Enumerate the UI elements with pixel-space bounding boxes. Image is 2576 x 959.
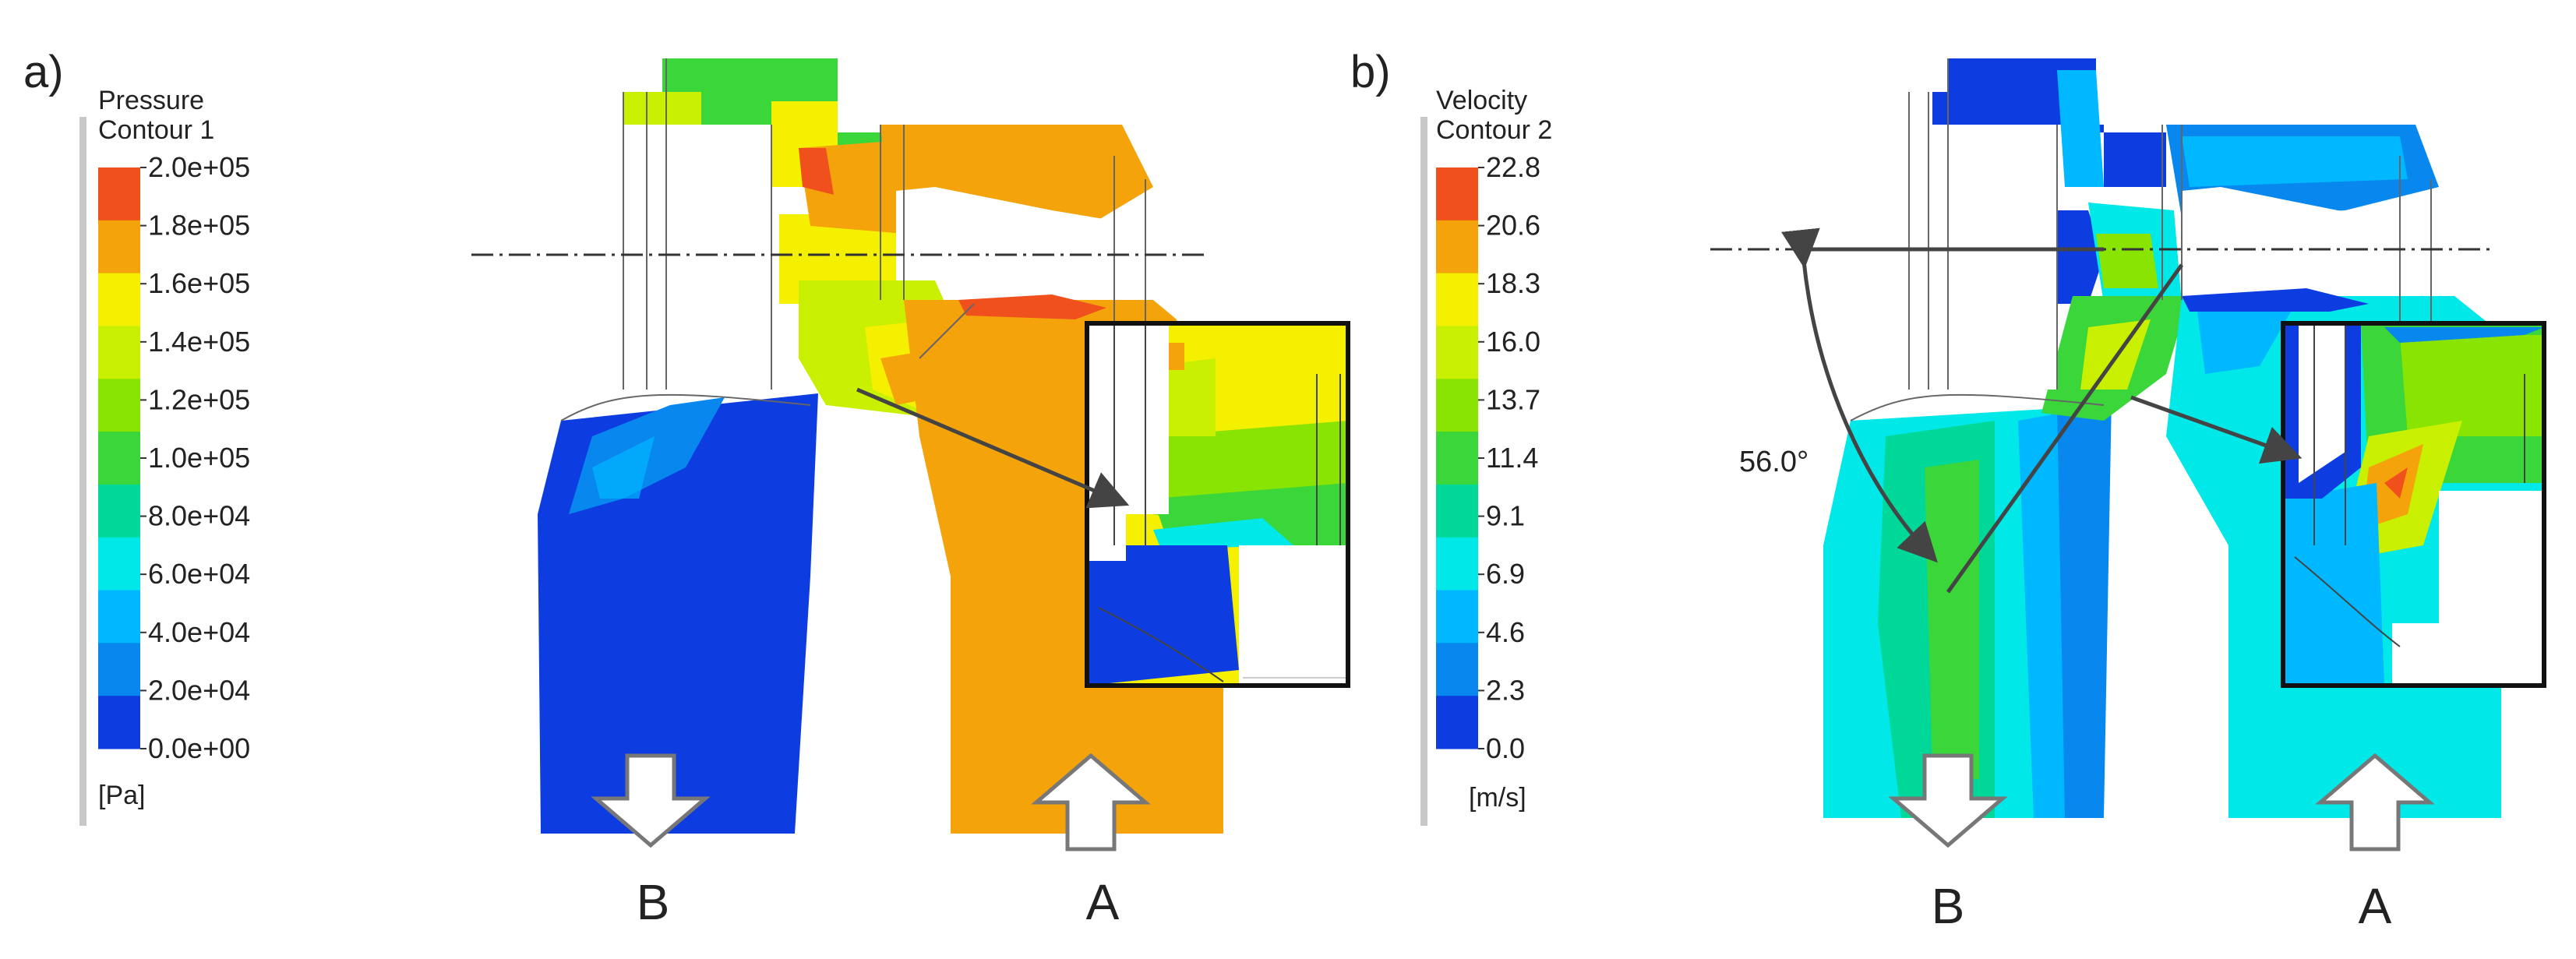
inlet-a-arrow-icon [1031,753,1151,851]
outlet-b-arrow-icon-b [1888,753,2008,848]
panel_b-legend-swatch [1436,590,1478,643]
legend-b-ticks: 22.8 20.6 18.3 16.0 13.7 11.4 9.1 6.9 4.6 2.3 0.0 [1478,151,1540,764]
panel_a-legend-tick-label: 1.2e+05 [148,383,250,415]
legend-b-unit: [m/s] [1469,783,1526,813]
outlet-b-label: B [637,874,670,930]
inlet-a-arrow-icon-b [2315,753,2435,851]
pressure-legend: Pressure Contour 1 2.0e+05 1.8e+05 1.6e+05… [79,86,250,826]
panel_a-legend-swatch [98,273,140,326]
panel_b-legend-swatch [1436,220,1478,274]
panel_a-legend-tick-label: 0.0e+00 [148,732,250,764]
legend-a-ticks: 2.0e+05 1.8e+05 1.6e+05 1.4e+05 1.2e+05 1.0e+… [140,151,250,764]
panel_b-legend-swatch [1436,167,1478,221]
panel_a-legend-swatch [98,696,140,749]
panel_b-legend-swatch [1436,484,1478,538]
panel_a-legend-swatch [98,484,140,538]
panel_b-legend-tick-label: 18.3 [1486,267,1540,299]
panel_a-legend-swatch [98,432,140,485]
panel_a-legend-swatch [98,590,140,643]
panel_b-legend-swatch [1436,696,1478,749]
panel-b-label: b) [1350,47,1391,97]
panel_a-legend-tick-label: 6.0e+04 [148,558,250,590]
velocity-zoom-inset [2281,321,2546,688]
legend-b-title-2: Contour 2 [1436,115,1552,145]
panel_a-legend-swatch [98,220,140,274]
panel_a-legend-swatch [98,326,140,379]
panel_b-legend-tick-label: 13.7 [1486,383,1540,415]
panel_a-legend-swatch [98,379,140,432]
panel_b-legend-tick-label: 16.0 [1486,326,1540,358]
panel_a-legend-tick-label: 1.4e+05 [148,326,250,358]
panel-b: b) Velocity Contour 2 22.8 20.6 18.3 16.0 13… [1350,47,2546,934]
velocity-legend: Velocity Contour 2 22.8 20.6 18.3 16.0 13.7 1… [1420,86,1552,826]
panel-a-label: a) [23,47,64,97]
panel_b-legend-tick-label: 11.4 [1486,442,1538,474]
panel_a-legend-tick-label: 1.8e+05 [148,210,250,242]
legend-a-title-2: Contour 1 [98,115,214,145]
outlet-b-arrow-icon [591,753,711,848]
panel_b-legend-tick-label: 0.0 [1486,732,1525,764]
panel_b-legend-swatch [1436,432,1478,485]
pressure-zoom-inset [1085,321,1350,688]
pressure-contour-plot: B A [471,58,1350,930]
legend-a-unit: [Pa] [98,781,145,810]
panel_b-legend-swatch [1436,537,1478,591]
panel_b-legend-swatch [1436,273,1478,326]
panel_a-legend-tick-label: 2.0e+04 [148,674,250,706]
panel_a-legend-tick-label: 1.6e+05 [148,267,250,299]
panel_a-legend-swatch [98,167,140,221]
outlet-b-region [538,393,818,834]
panel_b-legend-tick-label: 22.8 [1486,151,1540,183]
legend-a-colorbar [98,167,140,749]
panel_a-legend-tick-label: 2.0e+05 [148,151,250,183]
outlet-b-label-b: B [1932,878,1965,934]
inlet-a-label: A [1086,874,1120,930]
inlet-a-label-b: A [2359,878,2392,934]
panel_a-legend-tick-label: 1.0e+05 [148,442,250,474]
panel_b-legend-tick-label: 2.3 [1486,674,1525,706]
velocity-contour-plot: 56.0° [1710,58,2546,934]
panel_b-legend-tick-label: 4.6 [1486,616,1525,648]
legend-b-colorbar [1436,167,1478,749]
panel_b-legend-tick-label: 20.6 [1486,210,1540,242]
panel_b-legend-swatch [1436,643,1478,696]
panel_a-legend-tick-label: 4.0e+04 [148,616,250,648]
panel_b-legend-tick-label: 6.9 [1486,558,1525,590]
panel_b-legend-swatch [1436,326,1478,379]
panel_a-legend-tick-label: 8.0e+04 [148,500,250,532]
panel_b-legend-tick-label: 9.1 [1486,500,1525,532]
panel_a-legend-swatch [98,643,140,696]
panel_a-legend-swatch [98,537,140,591]
legend-a-title-1: Pressure [98,86,204,115]
legend-b-title-1: Velocity [1436,86,1527,115]
panel_b-legend-swatch [1436,379,1478,432]
panel-a: a) Pressure Contour 1 2.0e+05 1.8e+05 1.6e… [23,47,1350,930]
angle-label: 56.0° [1739,446,1808,478]
